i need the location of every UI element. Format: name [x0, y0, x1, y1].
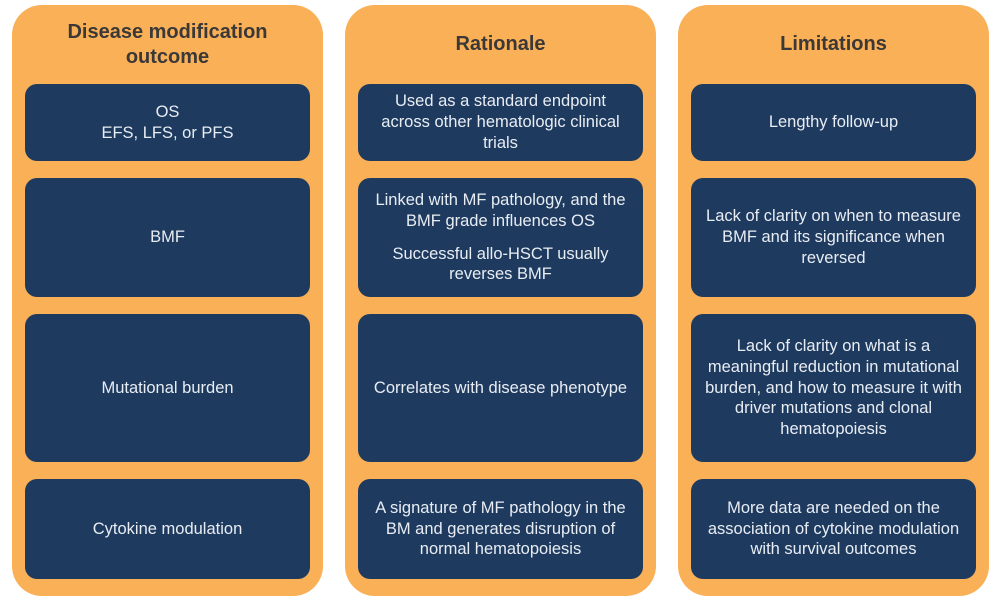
cell-outcome-bmf: BMF	[25, 178, 310, 297]
column-header-limitations: Limitations	[780, 33, 887, 55]
cell-limitations-bmf: Lack of clarity on when to measure BMF a…	[691, 178, 976, 297]
cell-outcome-mutational-burden: Mutational burden	[25, 314, 310, 462]
cell-line: EFS, LFS, or PFS	[101, 123, 234, 142]
cell-rationale-cytokine-modulation: A signature of MF pathology in the BM an…	[358, 479, 643, 579]
cell-limitations-mutational-burden: Lack of clarity on what is a meaningful …	[691, 314, 976, 462]
column-rationale: Rationale Used as a standard endpoint ac…	[345, 5, 656, 596]
cell-rationale-os: Used as a standard endpoint across other…	[358, 84, 643, 161]
cell-rationale-bmf: Linked with MF pathology, and the BMF gr…	[358, 178, 643, 297]
column-limitations: Limitations Lengthy follow-up Lack of cl…	[678, 5, 989, 596]
column-header-rationale: Rationale	[455, 33, 546, 55]
cell-paragraph: Successful allo-HSCT usually reverses BM…	[392, 244, 609, 284]
cell-limitations-cytokine-modulation: More data are needed on the association …	[691, 479, 976, 579]
column-disease-modification-outcome: Disease modification outcome OS EFS, LFS…	[12, 5, 323, 596]
cell-outcome-os: OS EFS, LFS, or PFS	[25, 84, 310, 161]
cell-limitations-os: Lengthy follow-up	[691, 84, 976, 161]
cell-rationale-mutational-burden: Correlates with disease phenotype	[358, 314, 643, 462]
cell-paragraph: Linked with MF pathology, and the BMF gr…	[375, 190, 626, 230]
cell-line: OS	[155, 102, 180, 121]
column-header-disease-modification-outcome: Disease modification outcome	[67, 20, 268, 68]
cell-outcome-cytokine-modulation: Cytokine modulation	[25, 479, 310, 579]
